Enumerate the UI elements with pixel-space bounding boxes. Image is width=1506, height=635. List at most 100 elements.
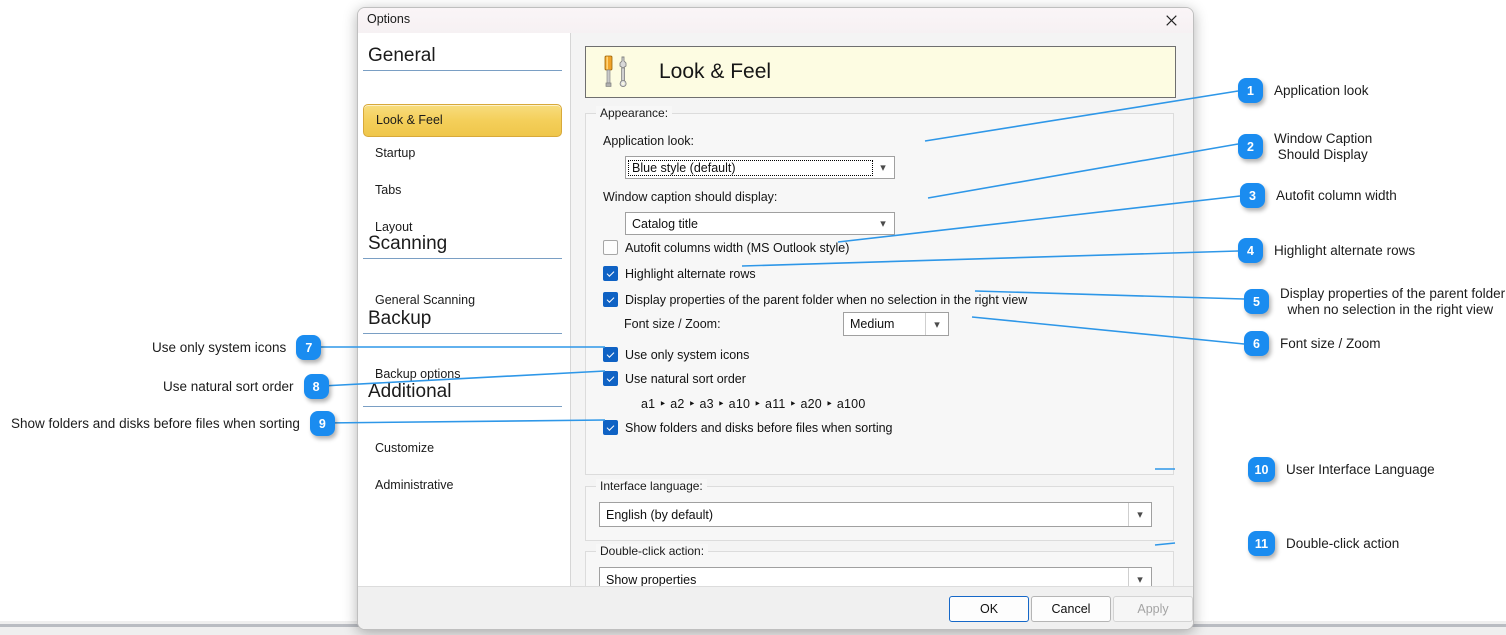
sidebar-item-look-and-feel[interactable]: Look & Feel [363, 104, 562, 137]
autofit-columns-checkbox[interactable] [603, 240, 618, 255]
highlight-alternate-rows-row[interactable]: Highlight alternate rows [603, 266, 756, 281]
sidebar-item-customize[interactable]: Customize [375, 441, 435, 455]
use-system-icons-checkbox[interactable] [603, 347, 618, 362]
chevron-down-icon: ▾ [925, 313, 948, 335]
callout-badge-8: 8 [303, 374, 329, 399]
double-click-action-groupbox: Double-click action: Show properties ▾ [585, 544, 1174, 587]
callout-badge-6: 6 [1244, 331, 1269, 356]
interface-language-groupbox: Interface language: English (by default)… [585, 479, 1174, 541]
application-look-label: Application look: [603, 134, 695, 148]
close-glyph [1165, 15, 1177, 26]
ok-button[interactable]: OK [949, 596, 1029, 622]
settings-sidebar: General Look & Feel Startup Tabs Layout … [358, 33, 571, 587]
folders-first-checkbox[interactable] [603, 420, 618, 435]
chevron-down-icon: ▾ [1128, 568, 1151, 587]
display-parent-properties-checkbox[interactable] [603, 292, 618, 307]
sidebar-item-startup[interactable]: Startup [375, 146, 416, 160]
application-look-select[interactable]: Blue style (default) ▾ [625, 156, 895, 179]
page-title: Look & Feel [659, 60, 772, 83]
callout-7: Use only system icons 7 [152, 335, 322, 360]
callout-label-9: Show folders and disks before files when… [11, 415, 300, 431]
callout-label-2: Window Caption Should Display [1274, 131, 1373, 162]
font-size-zoom-value: Medium [850, 317, 895, 331]
appearance-groupbox: Appearance: Application look: Blue style… [585, 106, 1174, 475]
window-caption-value: Catalog title [632, 216, 699, 231]
window-caption-label: Window caption should display: [603, 190, 778, 204]
callout-label-3: Autofit column width [1276, 187, 1397, 203]
callout-label-7: Use only system icons [152, 339, 287, 355]
close-icon[interactable] [1149, 8, 1193, 33]
callout-label-11: Double-click action [1286, 535, 1400, 551]
appearance-legend: Appearance: [596, 106, 673, 120]
sidebar-item-layout[interactable]: Layout [375, 220, 413, 234]
use-system-icons-row[interactable]: Use only system icons [603, 347, 749, 362]
sidebar-group-backup: Backup [363, 308, 562, 334]
sidebar-group-general: General [363, 45, 562, 71]
sidebar-group-scanning: Scanning [363, 233, 562, 259]
dialog-footer: OK Cancel Apply [358, 586, 1193, 629]
display-parent-properties-label: Display properties of the parent folder … [625, 292, 1028, 307]
screwdriver-wrench-icon [596, 54, 638, 90]
cancel-button[interactable]: Cancel [1031, 596, 1111, 622]
dialog-title: Options [367, 12, 411, 26]
callout-label-8: Use natural sort order [163, 378, 294, 394]
highlight-alternate-rows-checkbox[interactable] [603, 266, 618, 281]
double-click-action-legend: Double-click action: [596, 544, 709, 558]
callout-label-10: User Interface Language [1286, 461, 1435, 477]
callout-badge-1: 1 [1238, 78, 1263, 103]
callout-label-6: Font size / Zoom [1280, 335, 1381, 351]
callout-8: Use natural sort order 8 [163, 374, 329, 399]
natural-sort-order-label: Use natural sort order [625, 371, 746, 386]
chevron-down-icon: ▾ [880, 218, 886, 230]
folders-first-row[interactable]: Show folders and disks before files when… [603, 420, 893, 435]
callout-5: 5 Display properties of the parent folde… [1244, 286, 1505, 317]
window-caption-select[interactable]: Catalog title ▾ [625, 212, 895, 235]
callout-badge-3: 3 [1240, 183, 1265, 208]
double-click-action-select[interactable]: Show properties ▾ [599, 567, 1152, 587]
callout-10: 10 User Interface Language [1248, 457, 1435, 482]
display-parent-properties-row[interactable]: Display properties of the parent folder … [603, 292, 1027, 307]
interface-language-legend: Interface language: [596, 479, 707, 493]
natural-sort-example: a1 ‣ a2 ‣ a3 ‣ a10 ‣ a11 ‣ a20 ‣ a100 [641, 397, 866, 411]
callout-2: 2 Window Caption Should Display [1238, 131, 1372, 162]
autofit-columns-label: Autofit columns width (MS Outlook style) [625, 240, 850, 255]
interface-language-value: English (by default) [606, 507, 714, 522]
settings-pane: Look & Feel Appearance: Application look… [571, 33, 1193, 587]
callout-3: 3 Autofit column width [1240, 183, 1397, 208]
folders-first-label: Show folders and disks before files when… [625, 420, 893, 435]
font-size-zoom-select[interactable]: Medium ▾ [843, 312, 949, 336]
dialog-body: General Look & Feel Startup Tabs Layout … [358, 33, 1193, 629]
chevron-down-icon: ▾ [1128, 503, 1151, 526]
callout-6: 6 Font size / Zoom [1244, 331, 1381, 356]
sidebar-item-administrative[interactable]: Administrative [375, 478, 454, 492]
use-system-icons-label: Use only system icons [625, 347, 750, 362]
callout-11: 11 Double-click action [1248, 531, 1399, 556]
callout-badge-4: 4 [1238, 238, 1263, 263]
application-look-value: Blue style (default) [628, 159, 873, 176]
options-dialog: Options General Look & Feel Startup Tabs… [357, 7, 1194, 630]
callout-badge-2: 2 [1238, 134, 1263, 159]
callout-4: 4 Highlight alternate rows [1238, 238, 1415, 263]
highlight-alternate-rows-label: Highlight alternate rows [625, 266, 756, 281]
natural-sort-order-row[interactable]: Use natural sort order [603, 371, 746, 386]
callout-label-5: Display properties of the parent folder … [1280, 286, 1506, 317]
callout-badge-9: 9 [309, 411, 335, 436]
callout-9: Show folders and disks before files when… [11, 411, 335, 436]
callout-label-1: Application look [1274, 82, 1369, 98]
callout-badge-11: 11 [1248, 531, 1275, 556]
callout-label-4: Highlight alternate rows [1274, 242, 1416, 258]
natural-sort-order-checkbox[interactable] [603, 371, 618, 386]
callout-1: 1 Application look [1238, 78, 1369, 103]
chevron-down-icon: ▾ [880, 162, 886, 174]
callout-badge-5: 5 [1244, 289, 1269, 314]
font-size-zoom-label: Font size / Zoom: [624, 317, 721, 331]
interface-language-select[interactable]: English (by default) ▾ [599, 502, 1152, 527]
dialog-titlebar: Options [358, 8, 1193, 33]
apply-button: Apply [1113, 596, 1193, 622]
callout-badge-7: 7 [296, 335, 322, 360]
page-banner: Look & Feel [585, 46, 1176, 98]
sidebar-group-additional: Additional [363, 381, 562, 407]
sidebar-item-general-scanning[interactable]: General Scanning [375, 293, 476, 307]
sidebar-item-tabs[interactable]: Tabs [375, 183, 402, 197]
autofit-columns-row[interactable]: Autofit columns width (MS Outlook style) [603, 240, 849, 255]
